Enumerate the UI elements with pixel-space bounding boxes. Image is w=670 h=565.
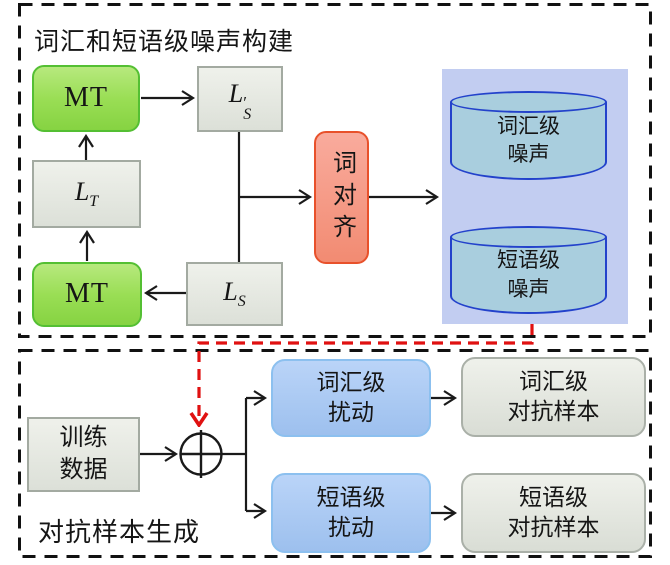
lt-box: LT (32, 160, 141, 228)
ls-label: LS (223, 277, 246, 311)
noise-injection-arrow (199, 324, 534, 425)
ls-prime-box: L′S (197, 66, 283, 132)
adversarial-generation-title: 对抗样本生成 (38, 518, 201, 547)
lt-label: LT (74, 177, 99, 211)
noise-construction-border (18, 3, 652, 338)
cylinder-top-ellipse (450, 91, 607, 113)
adversarial-generation-border (18, 349, 652, 558)
xor-cross (181, 430, 222, 478)
phrase-noise-label: 短语级 噪声 (450, 237, 607, 314)
ls-prime-label: L′S (228, 79, 252, 124)
word-align-box: 词对齐 (314, 131, 369, 264)
ls-box: LS (186, 262, 283, 326)
word-noise-label: 词汇级 噪声 (450, 102, 607, 180)
cylinder-top-ellipse (450, 226, 607, 248)
mt-top-label: MT (64, 82, 108, 114)
mt-bottom-box: MT (32, 262, 142, 327)
word-align-label: 词对齐 (328, 149, 355, 246)
word-perturb-box: 词汇级 扰动 (271, 359, 431, 437)
phrase-perturb-box: 短语级 扰动 (271, 473, 431, 553)
phrase-noise-cylinder: 短语级 噪声 (450, 226, 607, 314)
noise-construction-title: 词汇和短语级噪声构建 (34, 29, 295, 56)
mt-top-box: MT (32, 65, 140, 132)
train-data-box: 训练 数据 (27, 417, 140, 492)
word-noise-cylinder: 词汇级 噪声 (450, 91, 607, 180)
word-adversarial-box: 词汇级 对抗样本 (461, 357, 646, 437)
phrase-adversarial-box: 短语级 对抗样本 (461, 473, 646, 553)
branch-line (221, 398, 248, 511)
mt-bottom-label: MT (65, 278, 109, 310)
